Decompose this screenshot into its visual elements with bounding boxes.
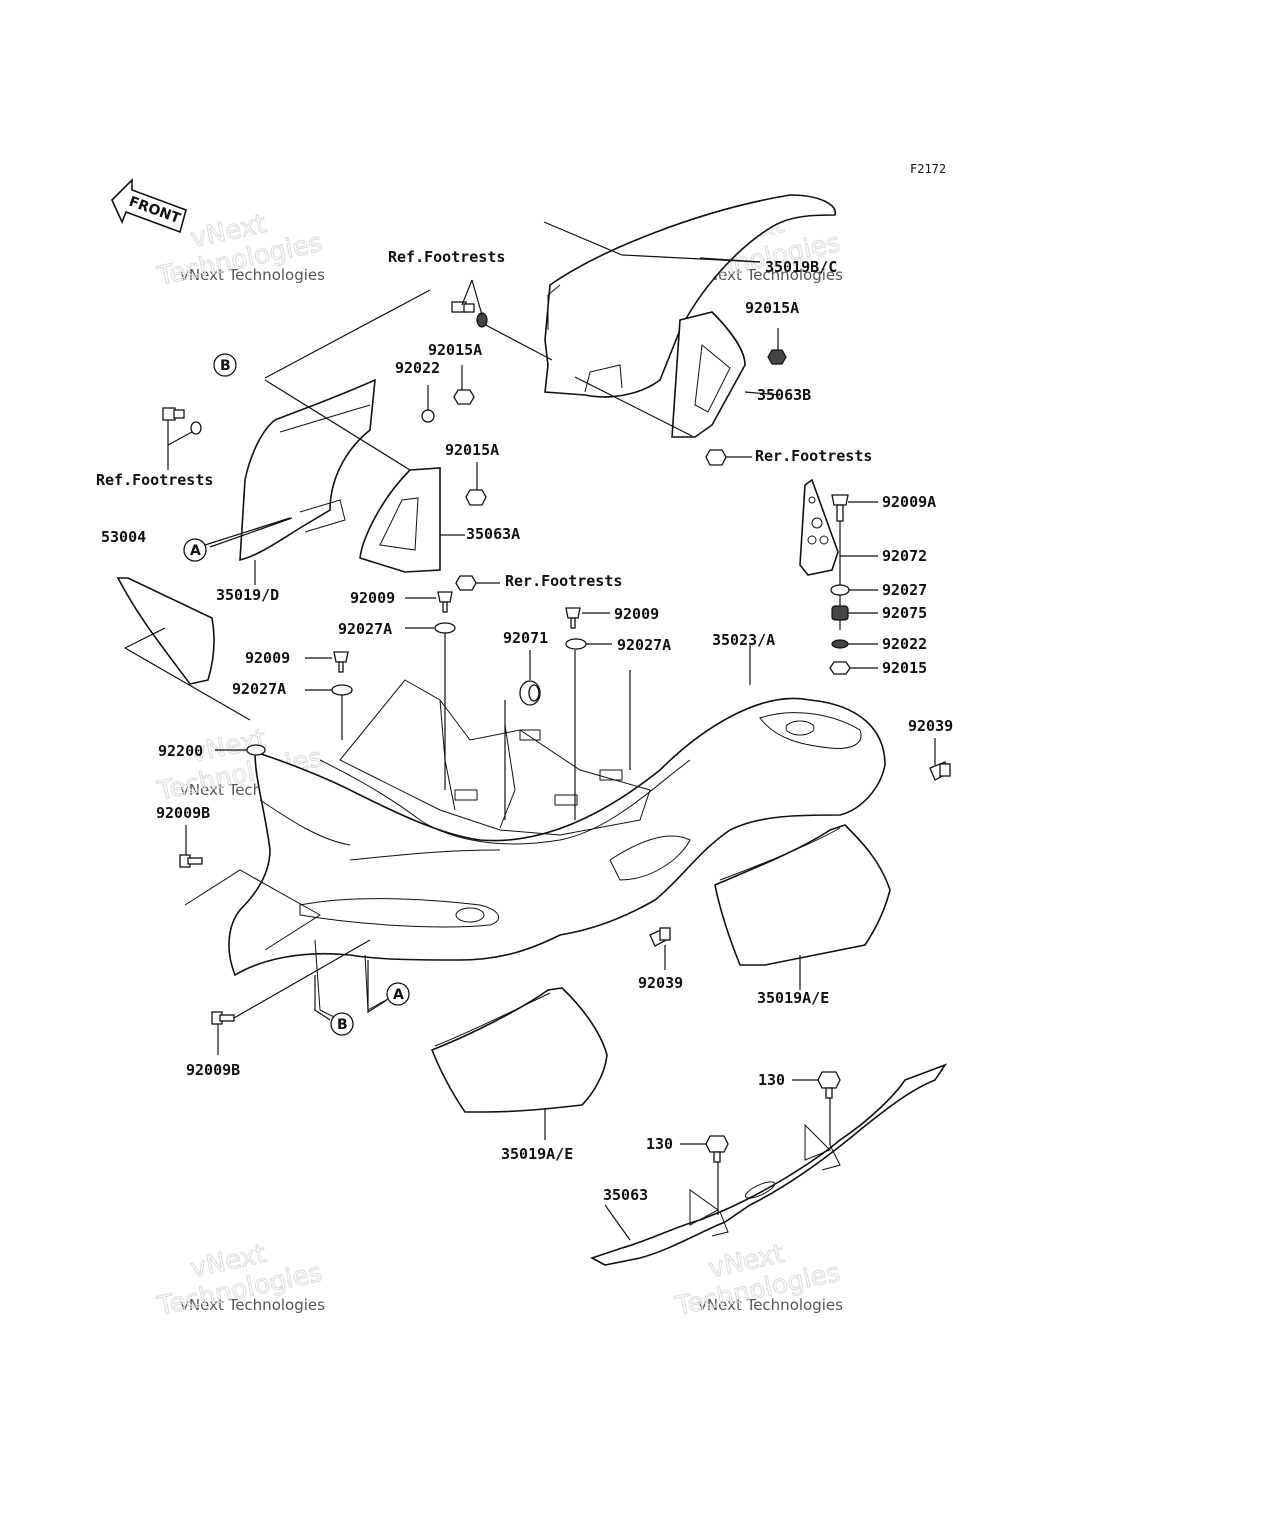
label-92009b-bottom: 92009B (186, 1061, 240, 1079)
hardware (162, 257, 951, 1163)
label-92027a-left: 92027A (338, 620, 392, 638)
svg-text:B: B (337, 1017, 348, 1033)
bolt-icon (817, 1071, 841, 1099)
label-92015a-center1: 92015A (428, 341, 482, 359)
figure-id: F2172 (910, 162, 946, 176)
label-35023a: 35023/A (712, 631, 775, 649)
mud-flap-53004 (116, 577, 251, 721)
label-130-top: 130 (758, 1071, 785, 1089)
label-92072: 92072 (882, 547, 927, 565)
label-35019bc: 35019B/C (765, 258, 837, 276)
svg-text:vNext Technologies: vNext Technologies (180, 266, 325, 284)
label-92009a: 92009A (882, 493, 936, 511)
label-ref-footrests-top: Ref.Footrests (388, 248, 505, 266)
washer-icon (831, 639, 849, 649)
label-92027a-left2: 92027A (232, 680, 286, 698)
leader-ref-right (479, 321, 553, 361)
svg-text:vNext Technologies: vNext Technologies (180, 1296, 325, 1314)
washer-icon (434, 622, 456, 634)
bolt-icon (211, 1011, 235, 1025)
bolt-icon (179, 854, 203, 868)
label-53004: 53004 (101, 528, 146, 546)
svg-text:A: A (190, 543, 201, 559)
label-rer-footrests-left: Rer.Footrests (505, 572, 622, 590)
label-92022-center: 92022 (395, 359, 440, 377)
label-35063a: 35063A (466, 525, 520, 543)
label-92039-bottom: 92039 (638, 974, 683, 992)
rear-fender-35023a (184, 650, 886, 1021)
label-92027a-center: 92027A (617, 636, 671, 654)
label-92022-right: 92022 (882, 635, 927, 653)
label-92027: 92027 (882, 581, 927, 599)
label-35019d: 35019/D (216, 586, 279, 604)
label-92009b-top: 92009B (156, 804, 210, 822)
callout-b-bottom: B (330, 1012, 354, 1036)
bracket-92072 (799, 478, 841, 630)
bolt-icon (705, 1135, 729, 1163)
svg-text:vNext Technologies: vNext Technologies (698, 1296, 843, 1314)
mud-flap-35019ae-right (714, 824, 891, 990)
bolt-icon (831, 494, 849, 522)
label-35019ae-bottom: 35019A/E (501, 1145, 573, 1163)
bolt-icon (333, 651, 349, 673)
label-130-mid: 130 (646, 1135, 673, 1153)
clip-icon (929, 761, 951, 781)
leader-top-left (264, 289, 431, 379)
washer-icon (190, 421, 202, 435)
label-35063: 35063 (603, 1186, 648, 1204)
label-92071: 92071 (503, 629, 548, 647)
washer-icon (331, 684, 353, 696)
callout-a-left: A (183, 538, 207, 562)
bolt-icon (451, 301, 475, 313)
label-35019ae-right: 35019A/E (757, 989, 829, 1007)
svg-text:A: A (393, 987, 404, 1003)
label-92015a-center2: 92015A (445, 441, 499, 459)
washer-icon (565, 638, 587, 650)
label-35063b: 35063B (757, 386, 811, 404)
bolt-icon (162, 407, 185, 421)
watermark-5: vNext vNext Technologies Technologies (154, 1238, 326, 1322)
inner-fender-left (204, 378, 411, 562)
heat-guard-35063b (574, 311, 781, 438)
label-92200: 92200 (158, 742, 203, 760)
label-ref-footrests-left: Ref.Footrests (96, 471, 213, 489)
washer-icon (246, 744, 266, 756)
nut-icon (453, 389, 475, 405)
nut-icon (829, 661, 851, 675)
spacer-icon (831, 605, 849, 621)
label-92009-center: 92009 (614, 605, 659, 623)
nut-icon (767, 349, 787, 365)
heat-guard-35063a (359, 467, 465, 573)
label-92039-right: 92039 (908, 717, 953, 735)
svg-text:vNext Technologies: vNext Technologies (698, 266, 843, 284)
nut-icon (455, 575, 477, 591)
washer-icon (421, 409, 435, 423)
label-92075: 92075 (882, 604, 927, 622)
label-92015: 92015 (882, 659, 927, 677)
watermark-6: vNext vNext Technologies Technologies (672, 1238, 844, 1322)
label-rer-footrests-right: Rer.Footrests (755, 447, 872, 465)
frame-bar-35063 (589, 1063, 948, 1266)
nut-icon (705, 449, 727, 466)
label-92015a-right: 92015A (745, 299, 799, 317)
mud-flap-35019ae-bottom (430, 987, 608, 1140)
label-92009-left: 92009 (350, 589, 395, 607)
bolt-icon (437, 591, 453, 613)
svg-text:B: B (220, 358, 231, 374)
part-labels: Ref.Footrests 35019B/C 92015A 35063B Rer… (96, 248, 953, 1204)
front-arrow-icon: FRONT (111, 178, 187, 234)
label-92009-left2: 92009 (245, 649, 290, 667)
callout-a-bottom: A (386, 982, 410, 1006)
clip-icon (649, 927, 671, 947)
washer-icon (830, 584, 850, 596)
nut-icon (465, 489, 487, 506)
bolt-icon (565, 607, 581, 629)
callout-b-top: B (213, 353, 237, 377)
washer-icon (476, 312, 488, 328)
